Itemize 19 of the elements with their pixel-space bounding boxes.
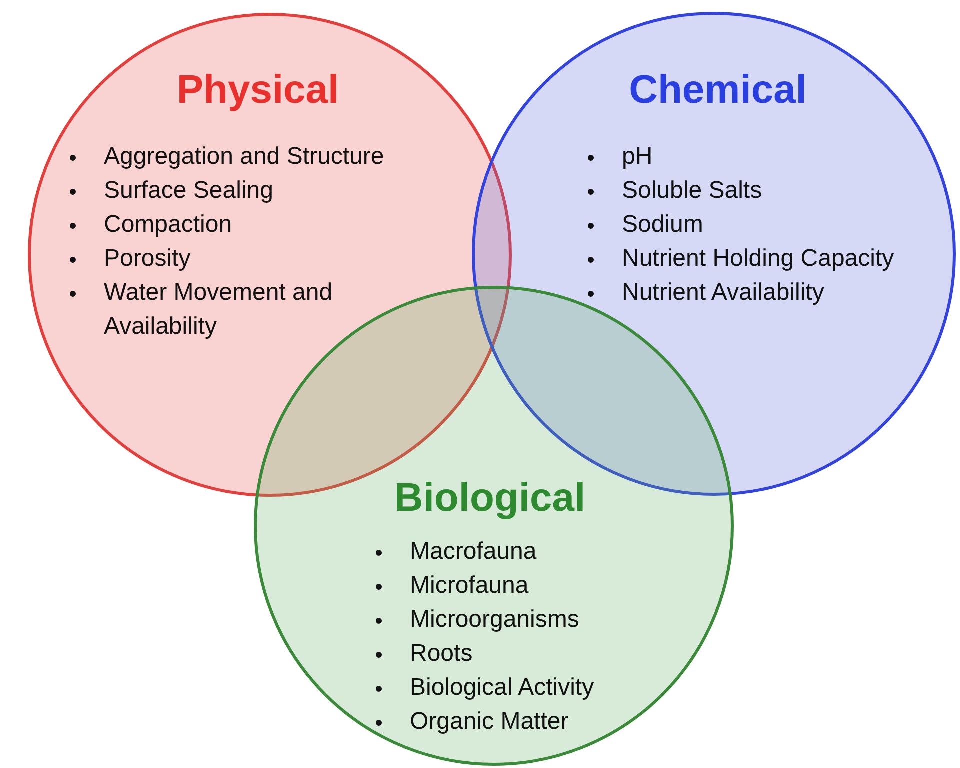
list-item: Nutrient Availability xyxy=(622,279,824,306)
list-item: Surface Sealing xyxy=(104,177,274,204)
list-item: Sodium xyxy=(622,211,704,238)
list-item: Biological Activity xyxy=(410,674,594,701)
category-heading: Biological xyxy=(394,478,586,518)
list-item: Aggregation and Structure xyxy=(104,143,384,170)
list-item: Macrofauna xyxy=(410,538,537,565)
list-item: Compaction xyxy=(104,211,232,238)
list-item: Microfauna xyxy=(410,572,529,599)
list-item: pH xyxy=(622,143,653,170)
list-item: Microorganisms xyxy=(410,606,580,633)
list-item: Nutrient Holding Capacity xyxy=(622,245,894,272)
list-item: Water Movement and Availability xyxy=(104,279,333,340)
category-heading: Physical xyxy=(176,70,340,110)
list-item: Roots xyxy=(410,640,473,667)
list-item: Organic Matter xyxy=(410,708,569,735)
category-heading: Chemical xyxy=(629,70,807,110)
list-item: Porosity xyxy=(104,245,191,272)
list-item: Soluble Salts xyxy=(622,177,762,204)
